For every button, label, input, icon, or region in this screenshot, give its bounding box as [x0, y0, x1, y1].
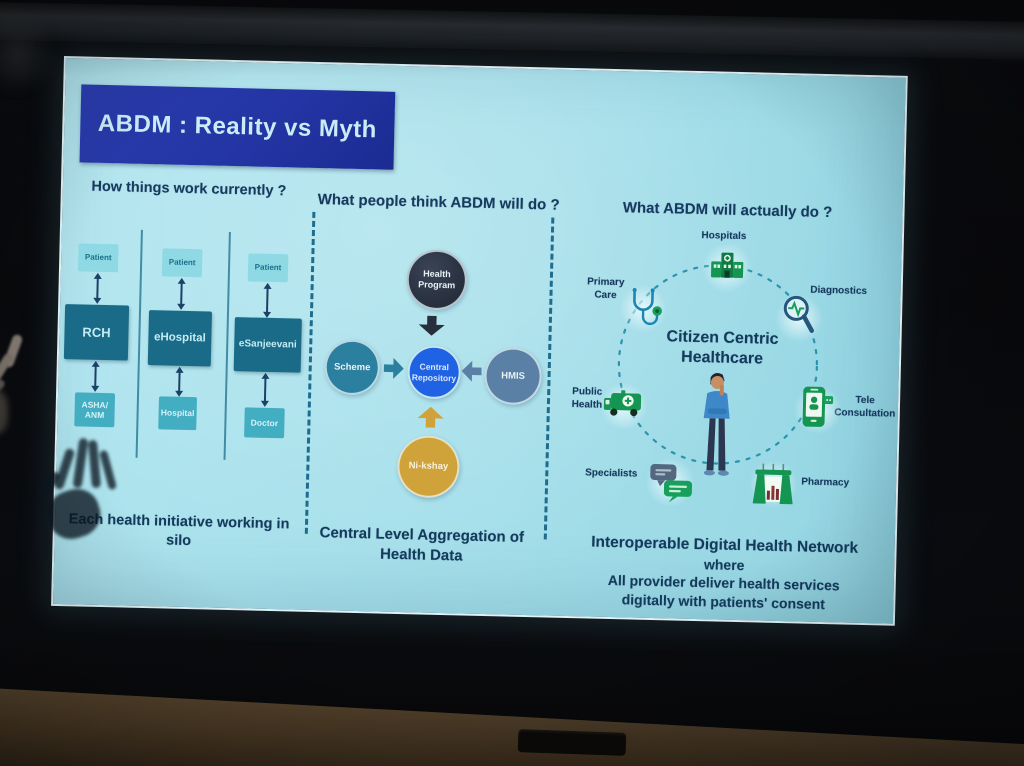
citizen-centric-label: Citizen Centric Healthcare: [666, 328, 779, 368]
column-header-current: How things work currently ?: [91, 178, 287, 200]
silo1-system-box: RCH: [63, 304, 130, 361]
hub-hmis: HMIS: [483, 347, 543, 406]
silo3-system-box: eSanjeevani: [233, 317, 302, 373]
stethoscope-icon: [632, 288, 662, 326]
magnifier-pulse-icon: [783, 295, 814, 333]
label-pharmacy: Pharmacy: [801, 476, 850, 489]
silo1-worker-box: ASHA/ ANM: [74, 392, 116, 428]
silo1-arrow-bottom: [94, 362, 97, 390]
hub-nikshay: Ni-kshay: [396, 434, 461, 499]
myth-divider-right: [543, 217, 555, 540]
arrow-right-icon: [383, 358, 403, 379]
slide-title: ABDM : Reality vs Myth: [97, 109, 378, 144]
wooden-floor: [0, 688, 1024, 766]
silo3-worker-box: Doctor: [244, 407, 285, 439]
hub-health-program: Health Program: [406, 249, 468, 311]
slide-title-box: ABDM : Reality vs Myth: [79, 84, 396, 170]
floor-cable-box: [517, 729, 627, 756]
presenter-hand: [0, 330, 54, 445]
myth-divider-left: [304, 211, 316, 534]
hub-scheme: Scheme: [324, 339, 381, 396]
column-header-reality: What ABDM will actually do ?: [622, 199, 833, 222]
column-header-myth: What people think ABDM will do ?: [317, 191, 560, 214]
presenter-hand-shadow: [36, 430, 168, 545]
arrow-down-icon: [419, 315, 445, 336]
ambulance-icon: [603, 390, 642, 417]
projected-slide: ABDM : Reality vs Myth How things work c…: [51, 56, 908, 626]
silo-divider-1: [135, 229, 143, 458]
pharmacy-shop-icon: [752, 463, 793, 505]
arrow-left-icon: [461, 360, 481, 381]
silo1-arrow-top: [96, 274, 99, 302]
silo2-system-box: eHospital: [147, 310, 213, 367]
smartphone-consult-icon: [802, 386, 834, 427]
silo2-arrow-top: [180, 279, 183, 308]
arrow-up-icon: [417, 406, 443, 428]
label-specialists: Specialists: [585, 467, 638, 480]
projector-screen-top-bar: [0, 2, 1024, 65]
silo2-worker-box: Hospital: [158, 396, 197, 431]
chat-bubbles-icon: [650, 464, 693, 503]
silo2-arrow-bottom: [178, 368, 181, 395]
silo-divider-2: [223, 231, 231, 460]
caption-myth: Central Level Aggregation of Health Data: [319, 524, 525, 565]
thinking-person-icon: [703, 373, 730, 476]
hub-central-repository: Central Repository: [407, 345, 462, 400]
hospital-building-icon: [710, 252, 744, 279]
silo3-arrow-top: [265, 284, 269, 316]
silo3-arrow-bottom: [263, 374, 267, 405]
